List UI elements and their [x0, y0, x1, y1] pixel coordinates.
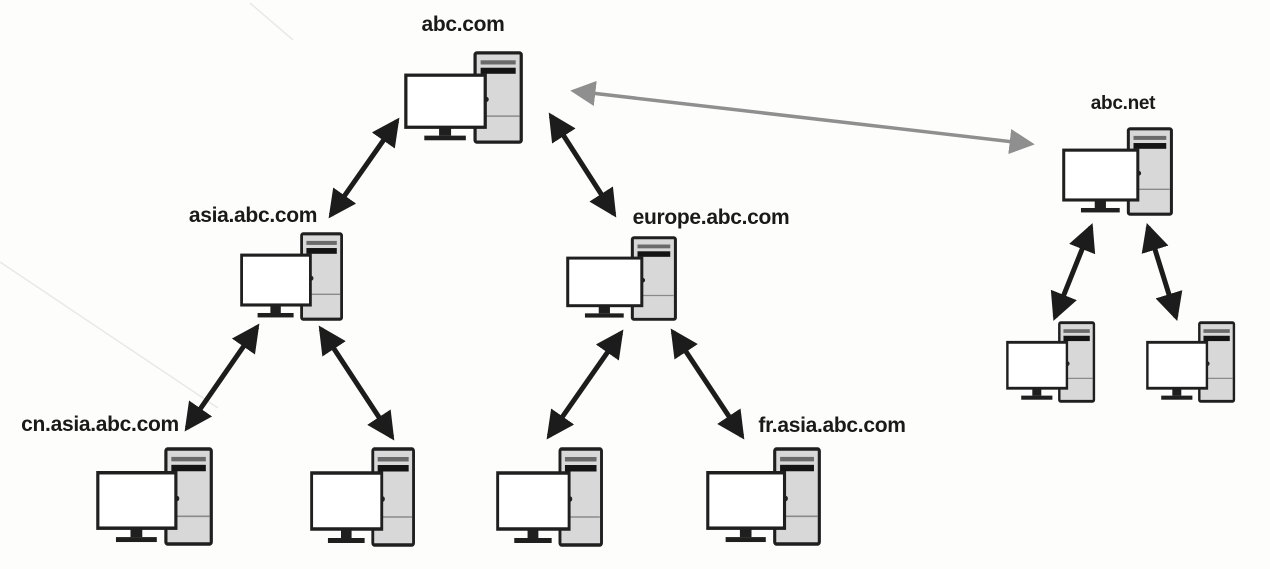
server-node-abc-com — [404, 51, 524, 144]
server-node-unlabeled-host-1 — [310, 447, 416, 547]
scan-artifact-line — [0, 261, 219, 409]
computer-icon — [1062, 127, 1174, 216]
label-fr-asia-abc-com: fr.asia.abc.com — [758, 414, 906, 437]
server-node-abc-net — [1062, 127, 1174, 216]
computer-icon — [1146, 321, 1236, 403]
edge-europe-host2 — [546, 329, 624, 440]
edge-root-europe — [548, 112, 617, 218]
edge-net-host3 — [1050, 223, 1096, 321]
computer-icon — [706, 447, 822, 546]
computer-icon — [96, 447, 214, 546]
server-node-unlabeled-host-4 — [1146, 321, 1236, 403]
edge-root-asia — [328, 117, 400, 219]
edge-root-net — [570, 80, 1035, 155]
label-cn-asia-abc-com: cn.asia.abc.com — [21, 413, 179, 436]
computer-icon — [404, 51, 524, 144]
computer-icon — [310, 447, 416, 547]
edge-europe-fr — [670, 328, 745, 440]
label-asia-abc-com: asia.abc.com — [188, 204, 318, 227]
edge-asia-host1 — [318, 325, 395, 441]
server-node-fr-asia-abc-com — [706, 447, 822, 546]
computer-icon — [240, 232, 344, 321]
server-node-cn-asia-abc-com — [96, 447, 214, 546]
server-node-unlabeled-host-2 — [496, 447, 604, 547]
label-europe-abc-com: europe.abc.com — [632, 206, 790, 229]
label-abc-com: abc.com — [421, 13, 505, 36]
server-node-unlabeled-host-3 — [1006, 321, 1096, 403]
server-node-asia-abc-com — [240, 232, 344, 321]
server-node-europe-abc-com — [566, 236, 678, 321]
computer-icon — [496, 447, 604, 547]
computer-icon — [566, 236, 678, 321]
edge-asia-cn — [184, 323, 260, 432]
computer-icon — [1006, 321, 1096, 403]
scan-artifact-line — [249, 2, 294, 41]
label-abc-net: abc.net — [1090, 93, 1156, 114]
edge-net-host4 — [1141, 222, 1183, 322]
